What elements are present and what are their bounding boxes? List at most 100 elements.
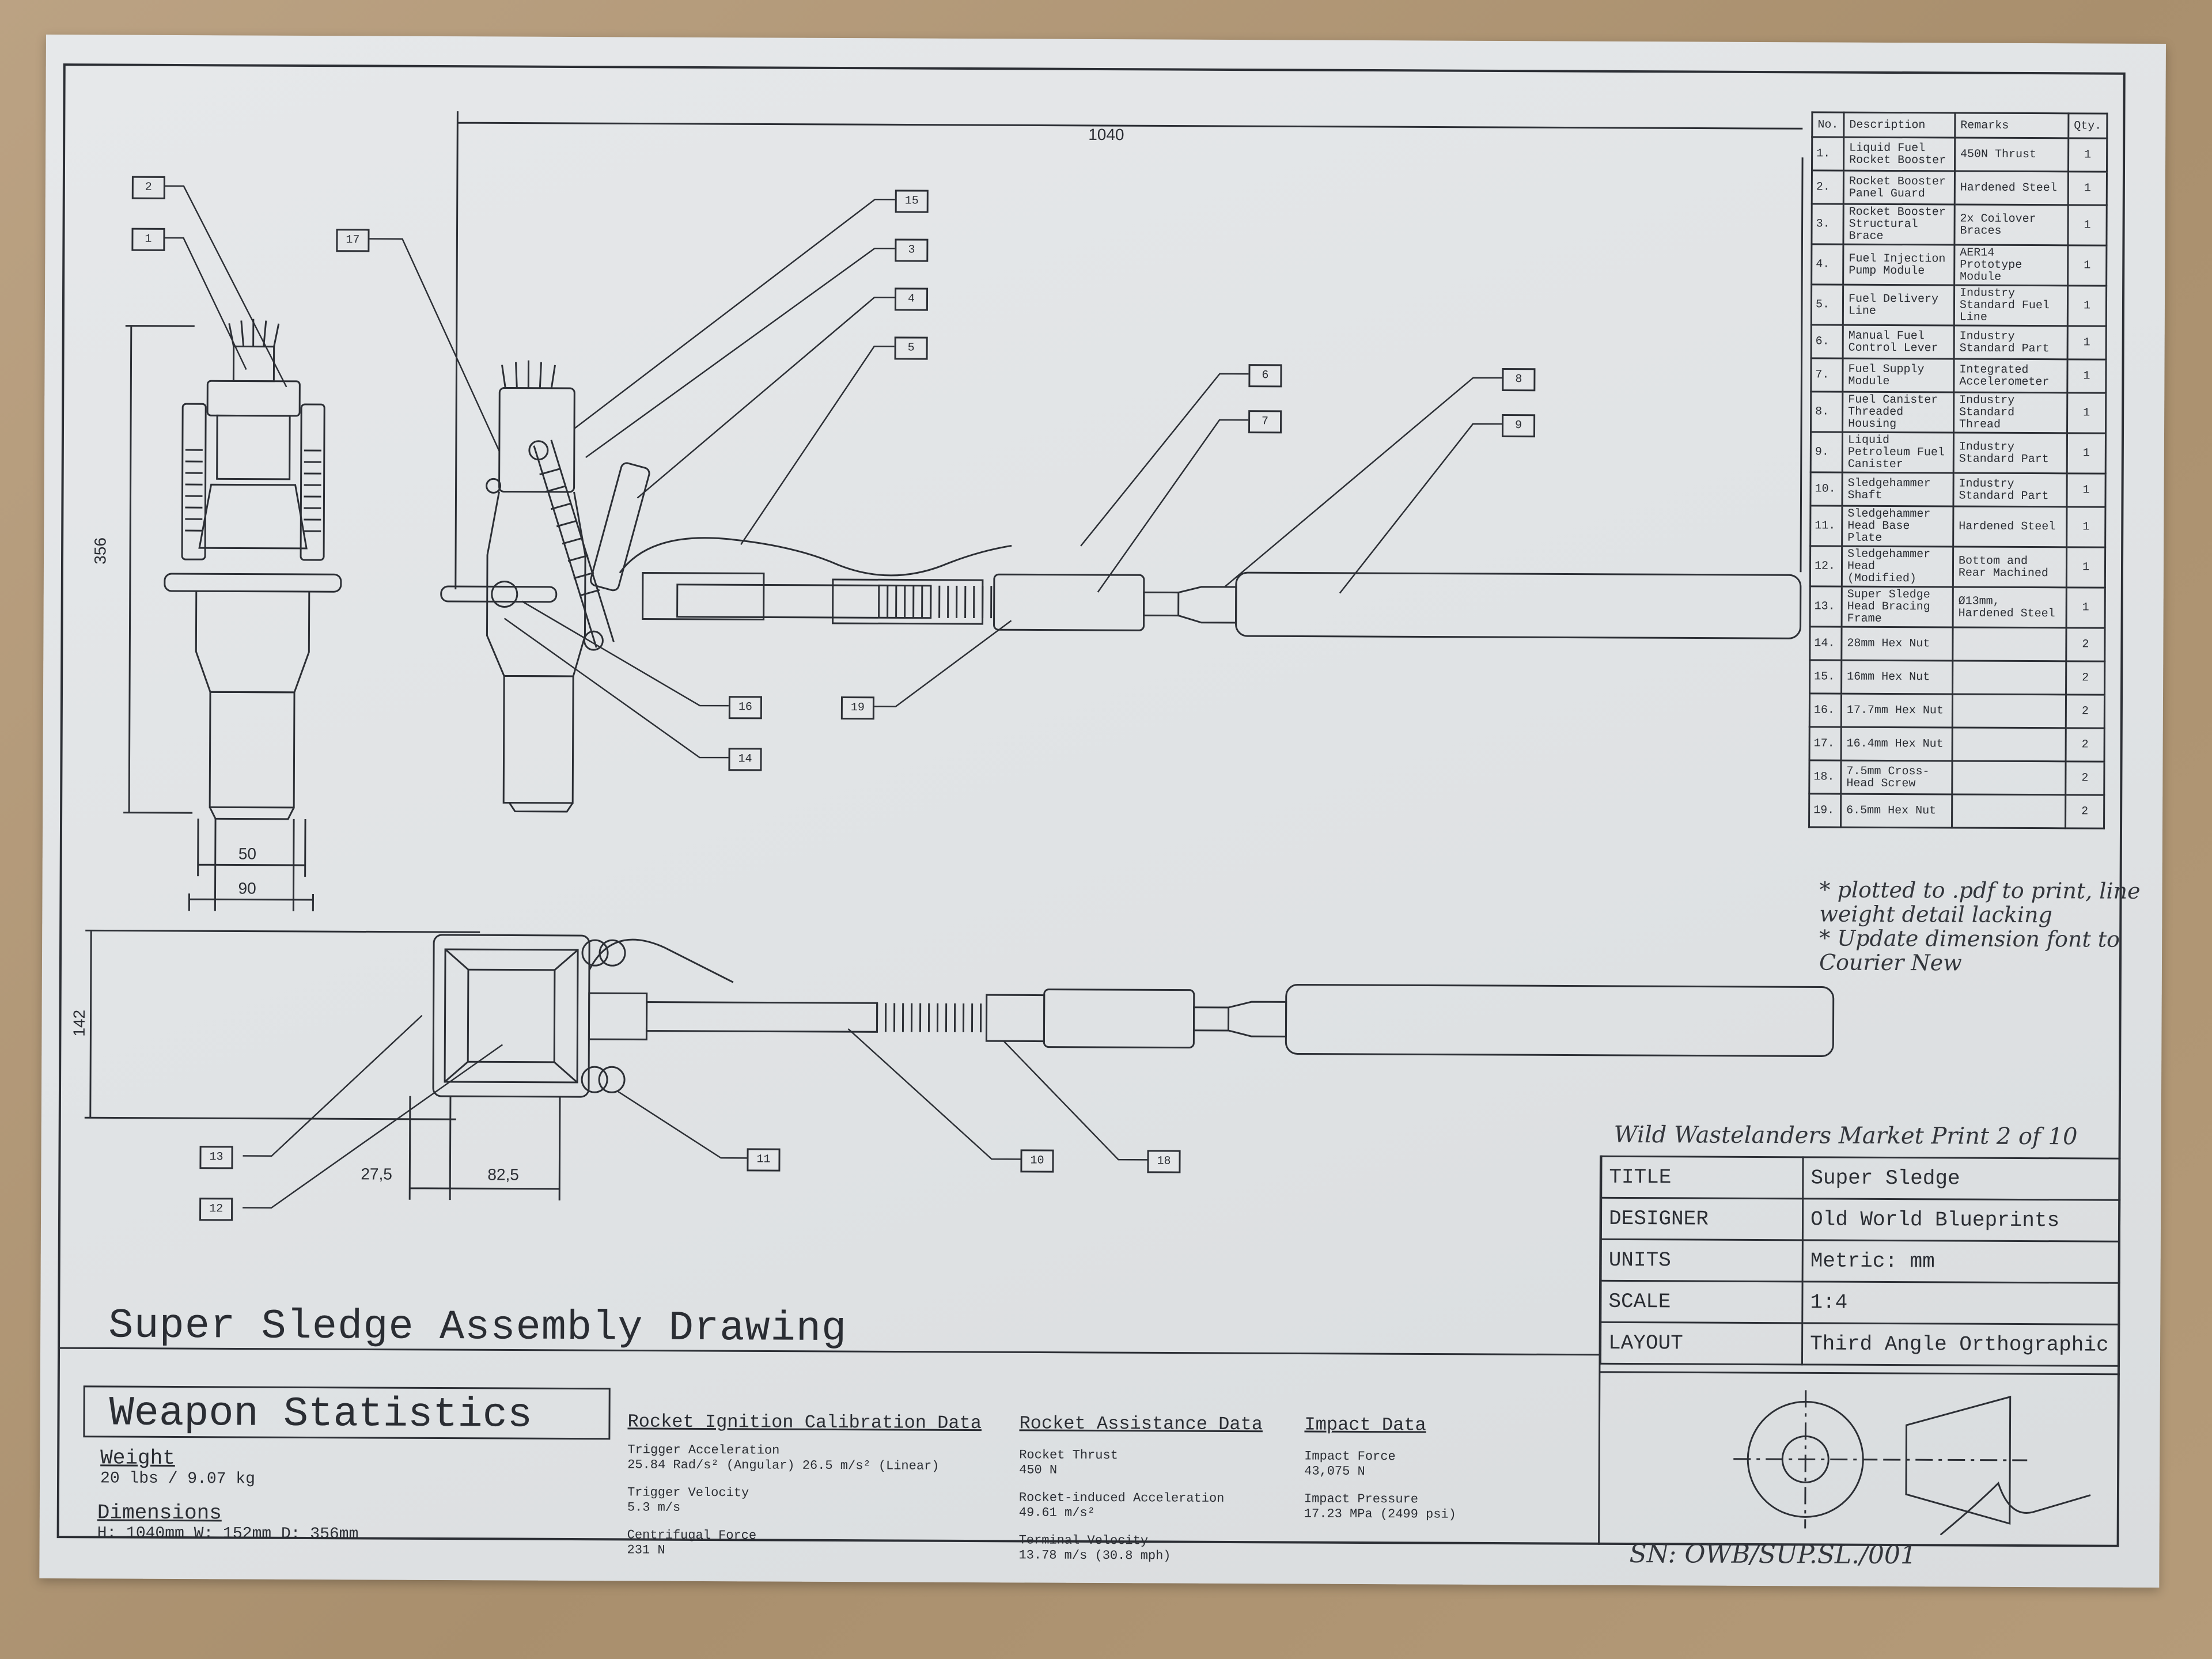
cell-no: 15. bbox=[1809, 660, 1842, 694]
trigger-accel-value: 25.84 Rad/s² (Angular) 26.5 m/s² (Linear… bbox=[627, 1457, 940, 1474]
impact-force-label: Impact Force bbox=[1304, 1449, 1396, 1464]
cell-no: 8. bbox=[1810, 391, 1843, 433]
dim-90: 90 bbox=[238, 879, 256, 897]
centrifugal-label: Centrifugal Force bbox=[627, 1528, 757, 1543]
handwritten-notes: * plotted to .pdf to print, line weight … bbox=[1819, 877, 2142, 975]
impact-pressure-value: 17.23 MPa (2499 psi) bbox=[1304, 1506, 1456, 1522]
dim-50: 50 bbox=[238, 844, 257, 863]
cell-qty: 2 bbox=[2065, 794, 2104, 829]
cell-remarks bbox=[1952, 794, 2066, 828]
cell-qty: 1 bbox=[2067, 245, 2107, 286]
callout-15: 15 bbox=[895, 190, 929, 213]
cell-no: 12. bbox=[1810, 546, 1842, 587]
top-view bbox=[84, 929, 1835, 1200]
callout-4: 4 bbox=[894, 287, 929, 311]
dim-82-5: 82,5 bbox=[487, 1165, 519, 1184]
cell-desc: 28mm Hex Nut bbox=[1841, 627, 1953, 661]
callout-17: 17 bbox=[336, 229, 370, 252]
cell-qty: 1 bbox=[2066, 506, 2105, 548]
cell-remarks bbox=[1952, 694, 2066, 728]
cell-desc: Sledgehammer Shaft bbox=[1842, 472, 1954, 506]
dimensions-section: Dimensions H: 1040mm W: 152mm D: 356mm bbox=[97, 1501, 359, 1543]
title-block-key: DESIGNER bbox=[1601, 1198, 1803, 1240]
drawing-title: Super Sledge Assembly Drawing bbox=[108, 1302, 847, 1353]
side-view bbox=[440, 111, 1804, 813]
impact-data: Impact Data Impact Force 43,075 N Impact… bbox=[1304, 1414, 1535, 1523]
cell-remarks bbox=[1952, 660, 2066, 695]
cell-qty: 2 bbox=[2066, 661, 2105, 695]
callout-3: 3 bbox=[895, 238, 929, 262]
market-print-note: Wild Wastelanders Market Print 2 of 10 bbox=[1613, 1121, 2078, 1150]
title-block-value: Super Sledge bbox=[1802, 1157, 2120, 1200]
title-block-key: SCALE bbox=[1600, 1281, 1803, 1323]
cell-desc: Super Sledge Head Bracing Frame bbox=[1842, 586, 1953, 627]
cell-no: 11. bbox=[1810, 505, 1842, 547]
cell-remarks bbox=[1952, 760, 2066, 795]
cell-remarks: Industry Standard Fuel Line bbox=[1954, 285, 2068, 326]
cell-no: 7. bbox=[1810, 358, 1843, 392]
cell-no: 13. bbox=[1810, 586, 1842, 627]
title-block-value: Third Angle Orthographic bbox=[1802, 1323, 2119, 1366]
rocket-accel-value: 49.61 m/s² bbox=[1018, 1505, 1095, 1520]
dimensions-value: H: 1040mm W: 152mm D: 356mm bbox=[97, 1524, 359, 1544]
callout-9: 9 bbox=[1501, 414, 1536, 438]
cell-no: 4. bbox=[1811, 244, 1843, 285]
cell-remarks: Industry Standard Thread bbox=[1953, 392, 2067, 433]
cell-qty: 1 bbox=[2067, 433, 2106, 474]
cell-desc: Liquid Petroleum Fuel Canister bbox=[1842, 432, 1954, 473]
weight-value: 20 lbs / 9.07 kg bbox=[100, 1469, 255, 1488]
callout-10: 10 bbox=[1020, 1149, 1054, 1173]
callout-16: 16 bbox=[728, 696, 763, 719]
callout-7: 7 bbox=[1248, 410, 1282, 434]
cell-remarks bbox=[1952, 727, 2066, 762]
note-2: * Update dimension font to Courier New bbox=[1819, 925, 2120, 976]
callout-13: 13 bbox=[199, 1146, 233, 1169]
header-description: Description bbox=[1843, 112, 1955, 138]
header-qty: Qty. bbox=[2068, 113, 2107, 139]
trigger-accel-label: Trigger Acceleration bbox=[627, 1442, 780, 1458]
cell-qty: 1 bbox=[2067, 325, 2107, 360]
serial-number: SN: OWB/SUP.SL./001 bbox=[1629, 1539, 1917, 1570]
cell-qty: 1 bbox=[2067, 204, 2107, 246]
note-1: * plotted to .pdf to print, line weight … bbox=[1819, 877, 2141, 928]
title-block-key: TITLE bbox=[1601, 1156, 1804, 1199]
cell-remarks: Integrated Accelerometer bbox=[1953, 358, 2068, 393]
cell-desc: Sledgehammer Head Base Plate bbox=[1842, 506, 1953, 547]
cell-remarks: Hardened Steel bbox=[1955, 171, 2069, 205]
cell-qty: 2 bbox=[2065, 761, 2105, 796]
thrust-label: Rocket Thrust bbox=[1019, 1448, 1118, 1463]
callout-14: 14 bbox=[728, 748, 762, 771]
cell-remarks: Hardened Steel bbox=[1953, 506, 2067, 547]
cell-desc: Fuel Canister Threaded Housing bbox=[1842, 392, 1954, 433]
parts-table-header: No. Description Remarks Qty. bbox=[1812, 112, 2107, 139]
cell-qty: 2 bbox=[2066, 694, 2105, 729]
cell-desc: 17.7mm Hex Nut bbox=[1841, 694, 1953, 728]
centrifugal-value: 231 N bbox=[627, 1543, 665, 1558]
cell-no: 14. bbox=[1809, 626, 1842, 661]
cell-desc: Liquid Fuel Rocket Booster bbox=[1843, 137, 1955, 171]
cell-desc: Rocket Booster Structural Brace bbox=[1843, 204, 1955, 245]
cell-desc: 16.4mm Hex Nut bbox=[1841, 727, 1953, 761]
callout-2: 2 bbox=[131, 176, 165, 199]
cell-desc: Fuel Supply Module bbox=[1842, 358, 1955, 392]
terminal-vel-value: 13.78 m/s (30.8 mph) bbox=[1018, 1548, 1171, 1563]
callout-11: 11 bbox=[747, 1148, 781, 1172]
parts-table-row: 12.Sledgehammer Head (Modified)Bottom an… bbox=[1810, 546, 2105, 588]
title-block-key: LAYOUT bbox=[1600, 1322, 1802, 1365]
dim-27-5: 27,5 bbox=[361, 1165, 392, 1183]
callout-12: 12 bbox=[199, 1198, 233, 1221]
